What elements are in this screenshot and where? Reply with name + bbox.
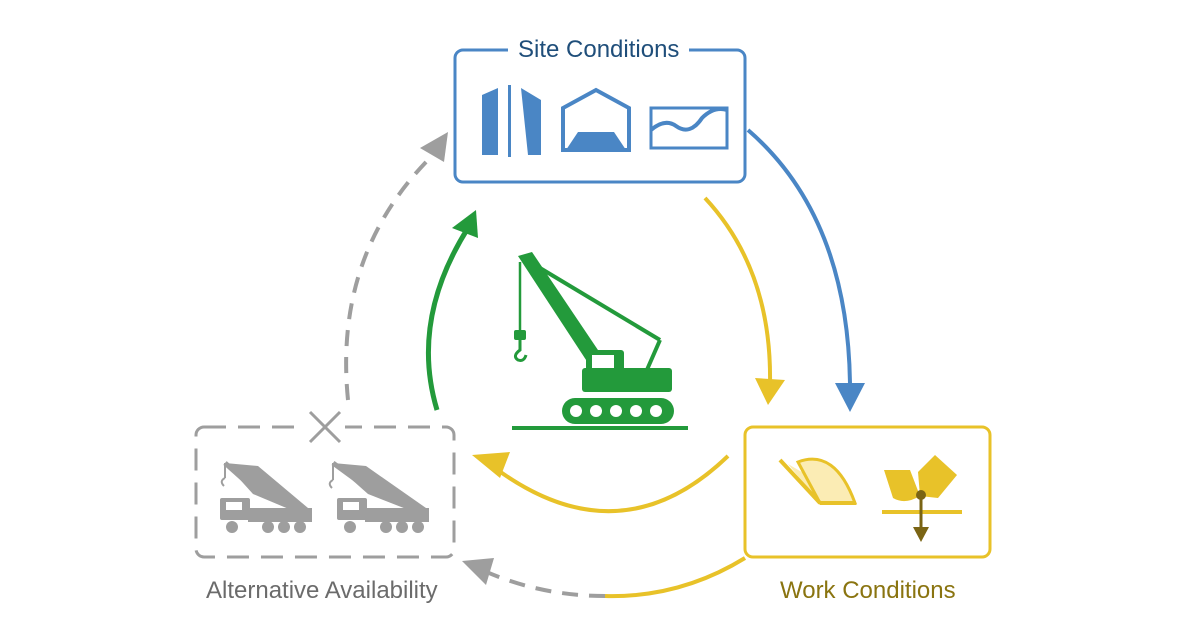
truck-crane-icon — [328, 460, 429, 533]
work-conditions-title: Work Conditions — [780, 577, 956, 605]
arrow-center-to-site — [425, 210, 478, 411]
terrain-profile-icon — [649, 106, 729, 150]
swing-angle-icon — [778, 457, 858, 505]
building-clearance-icon — [561, 87, 631, 152]
load-moment-icon — [882, 455, 962, 542]
cross-icon — [305, 410, 345, 444]
arrow-site-to-center — [703, 196, 785, 405]
site-conditions-box — [453, 48, 747, 184]
narrow-passage-icon — [482, 85, 541, 157]
arrow-alternative-to-site — [344, 132, 448, 401]
truck-crane-icon — [220, 461, 312, 533]
arrow-site-to-work — [746, 128, 865, 412]
site-conditions-title: Site Conditions — [508, 36, 690, 64]
arrow-work-to-center — [472, 452, 730, 514]
alternative-availability-box — [194, 410, 456, 559]
work-conditions-box — [743, 425, 992, 559]
alternative-availability-title: Alternative Availability — [206, 577, 438, 605]
arrow-work-to-alternative — [462, 556, 747, 599]
crawler-crane-icon — [512, 252, 688, 430]
